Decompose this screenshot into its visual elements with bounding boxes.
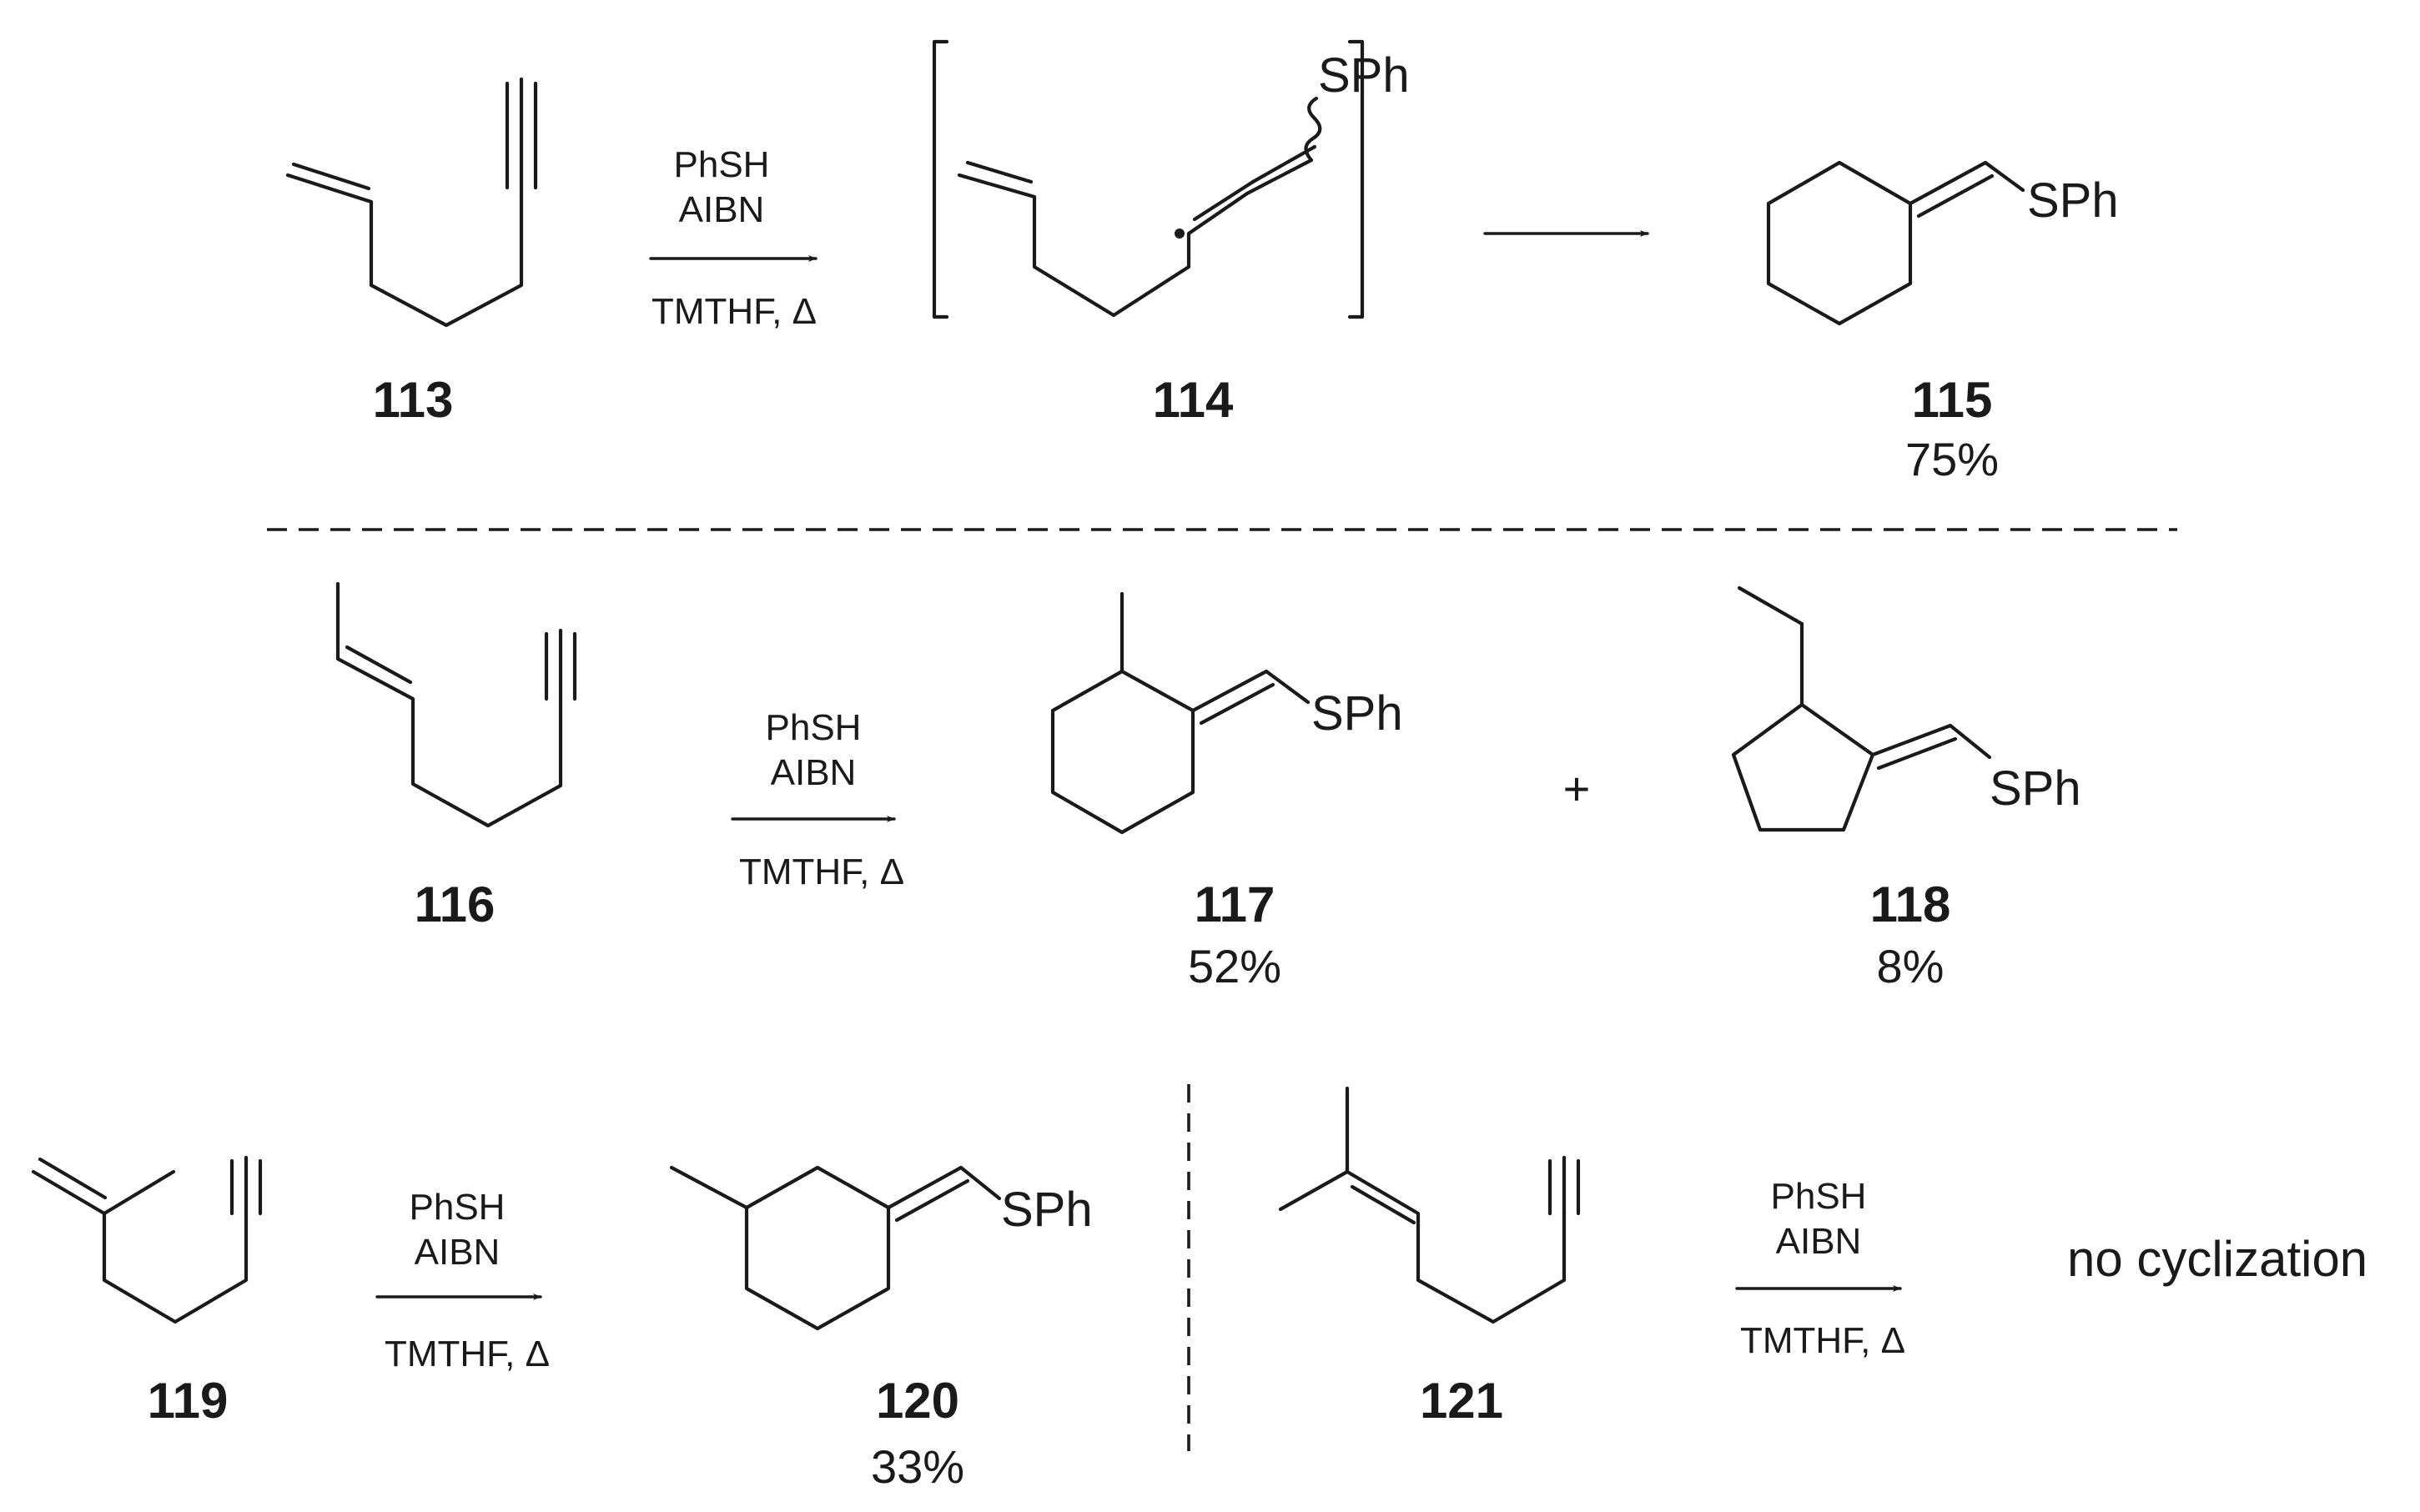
reaction-arrow-4: PhSH AIBN TMTHF, Δ [375,1187,550,1374]
compound-number-119: 119 [148,1373,229,1429]
compound-number-121: 121 [1420,1373,1503,1429]
intermediate-114: SPh [932,39,1410,319]
wavy-bond [1304,96,1322,163]
reagent-phsh: PhSH [674,144,770,185]
outcome-no-cyclization: no cyclization [2067,1231,2367,1287]
compound-number-114: 114 [1153,372,1234,428]
structure-113 [285,77,538,328]
reaction-arrow-5: PhSH AIBN TMTHF, Δ [1735,1176,1905,1361]
radical-dot [1175,229,1185,239]
structure-120: SPh [669,1165,1093,1331]
reagent-phsh: PhSH [766,707,862,748]
compound-number-120: 120 [876,1373,959,1429]
reaction-arrow-3: PhSH AIBN TMTHF, Δ [731,707,904,892]
structure-116 [335,581,577,828]
reaction-conditions: TMTHF, Δ [1740,1320,1905,1361]
reagent-aibn: AIBN [1776,1221,1862,1262]
yield-117: 52% [1188,940,1281,992]
substituent-sph: SPh [1990,761,2081,816]
compound-number-115: 115 [1912,372,1993,428]
right-bracket [1347,39,1365,319]
compound-number-118: 118 [1870,877,1951,932]
substituent-sph: SPh [2027,173,2119,228]
substituent-sph: SPh [1318,48,1410,103]
left-bracket [932,39,949,319]
structure-115: SPh [1766,160,2119,326]
compound-number-113: 113 [373,372,454,428]
reaction-conditions: TMTHF, Δ [652,291,817,332]
reaction-arrow-1: PhSH AIBN TMTHF, Δ [649,144,818,332]
structure-117: SPh [1050,591,1403,835]
structure-119 [31,1155,263,1324]
yield-115: 75% [1905,433,1999,485]
yield-120: 33% [871,1440,964,1493]
structure-121 [1278,1086,1581,1324]
substituent-sph: SPh [1001,1183,1093,1237]
plus-sign: + [1563,762,1591,815]
reagent-phsh: PhSH [410,1187,506,1228]
reagent-aibn: AIBN [415,1232,501,1273]
yield-118: 8% [1877,940,1945,992]
reaction-conditions: TMTHF, Δ [385,1334,550,1374]
reagent-aibn: AIBN [679,189,765,230]
substituent-sph: SPh [1311,686,1403,741]
compound-number-116: 116 [415,877,496,932]
reagent-phsh: PhSH [1771,1176,1867,1217]
compound-number-117: 117 [1195,877,1275,932]
reagent-aibn: AIBN [771,752,857,793]
structure-118: SPh [1731,585,2081,832]
reaction-conditions: TMTHF, Δ [739,851,904,892]
